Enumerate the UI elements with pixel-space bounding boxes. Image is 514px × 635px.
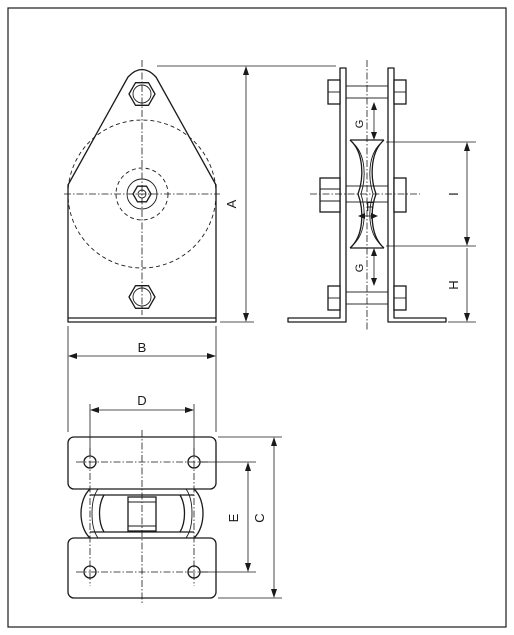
side-right-plate (387, 67, 447, 323)
dimension-e: E (200, 461, 256, 573)
top-bolt-circle (132, 84, 152, 104)
dimension-h: H (446, 248, 476, 323)
dimension-f: F (358, 199, 378, 219)
dimension-label-a: A (224, 199, 239, 208)
drawing-frame (7, 7, 507, 628)
top-bolt-nut-icon (128, 82, 156, 106)
plan-sheave-left-flange (80, 488, 91, 539)
dimension-label-f: F (366, 199, 374, 214)
side-view (287, 60, 447, 330)
dimension-i: I (386, 141, 476, 247)
dimension-label-h: H (446, 280, 461, 289)
dimension-label-e: E (226, 513, 241, 522)
dimension-b: B (67, 326, 217, 362)
dimension-label-c: C (252, 513, 267, 522)
axle-washer (126, 178, 158, 210)
dimension-g-bottom: G (354, 248, 377, 286)
dimension-c: C (218, 436, 282, 599)
side-left-plate (287, 67, 347, 323)
bottom-bolt-circle (132, 287, 152, 307)
axle-bore (137, 189, 147, 199)
front-plate-outline (67, 68, 217, 323)
front-view (64, 60, 220, 323)
side-axle-nut-right (393, 177, 407, 213)
dimension-label-g-bottom: G (354, 264, 366, 273)
plan-view (67, 430, 217, 604)
side-axle-nut-left (319, 177, 341, 213)
dimension-label-i: I (446, 192, 461, 196)
bottom-bolt-nut-icon (128, 285, 156, 309)
plan-sheave-right-flange (193, 488, 204, 539)
dimension-label-g-top: G (354, 120, 366, 129)
dimension-a: A (157, 65, 336, 323)
axle-nut-icon (132, 185, 152, 203)
dimension-g-top: G (354, 102, 377, 140)
dimension-label-b: B (138, 340, 147, 355)
dimension-d: D (89, 393, 195, 456)
dimension-label-d: D (137, 393, 146, 408)
